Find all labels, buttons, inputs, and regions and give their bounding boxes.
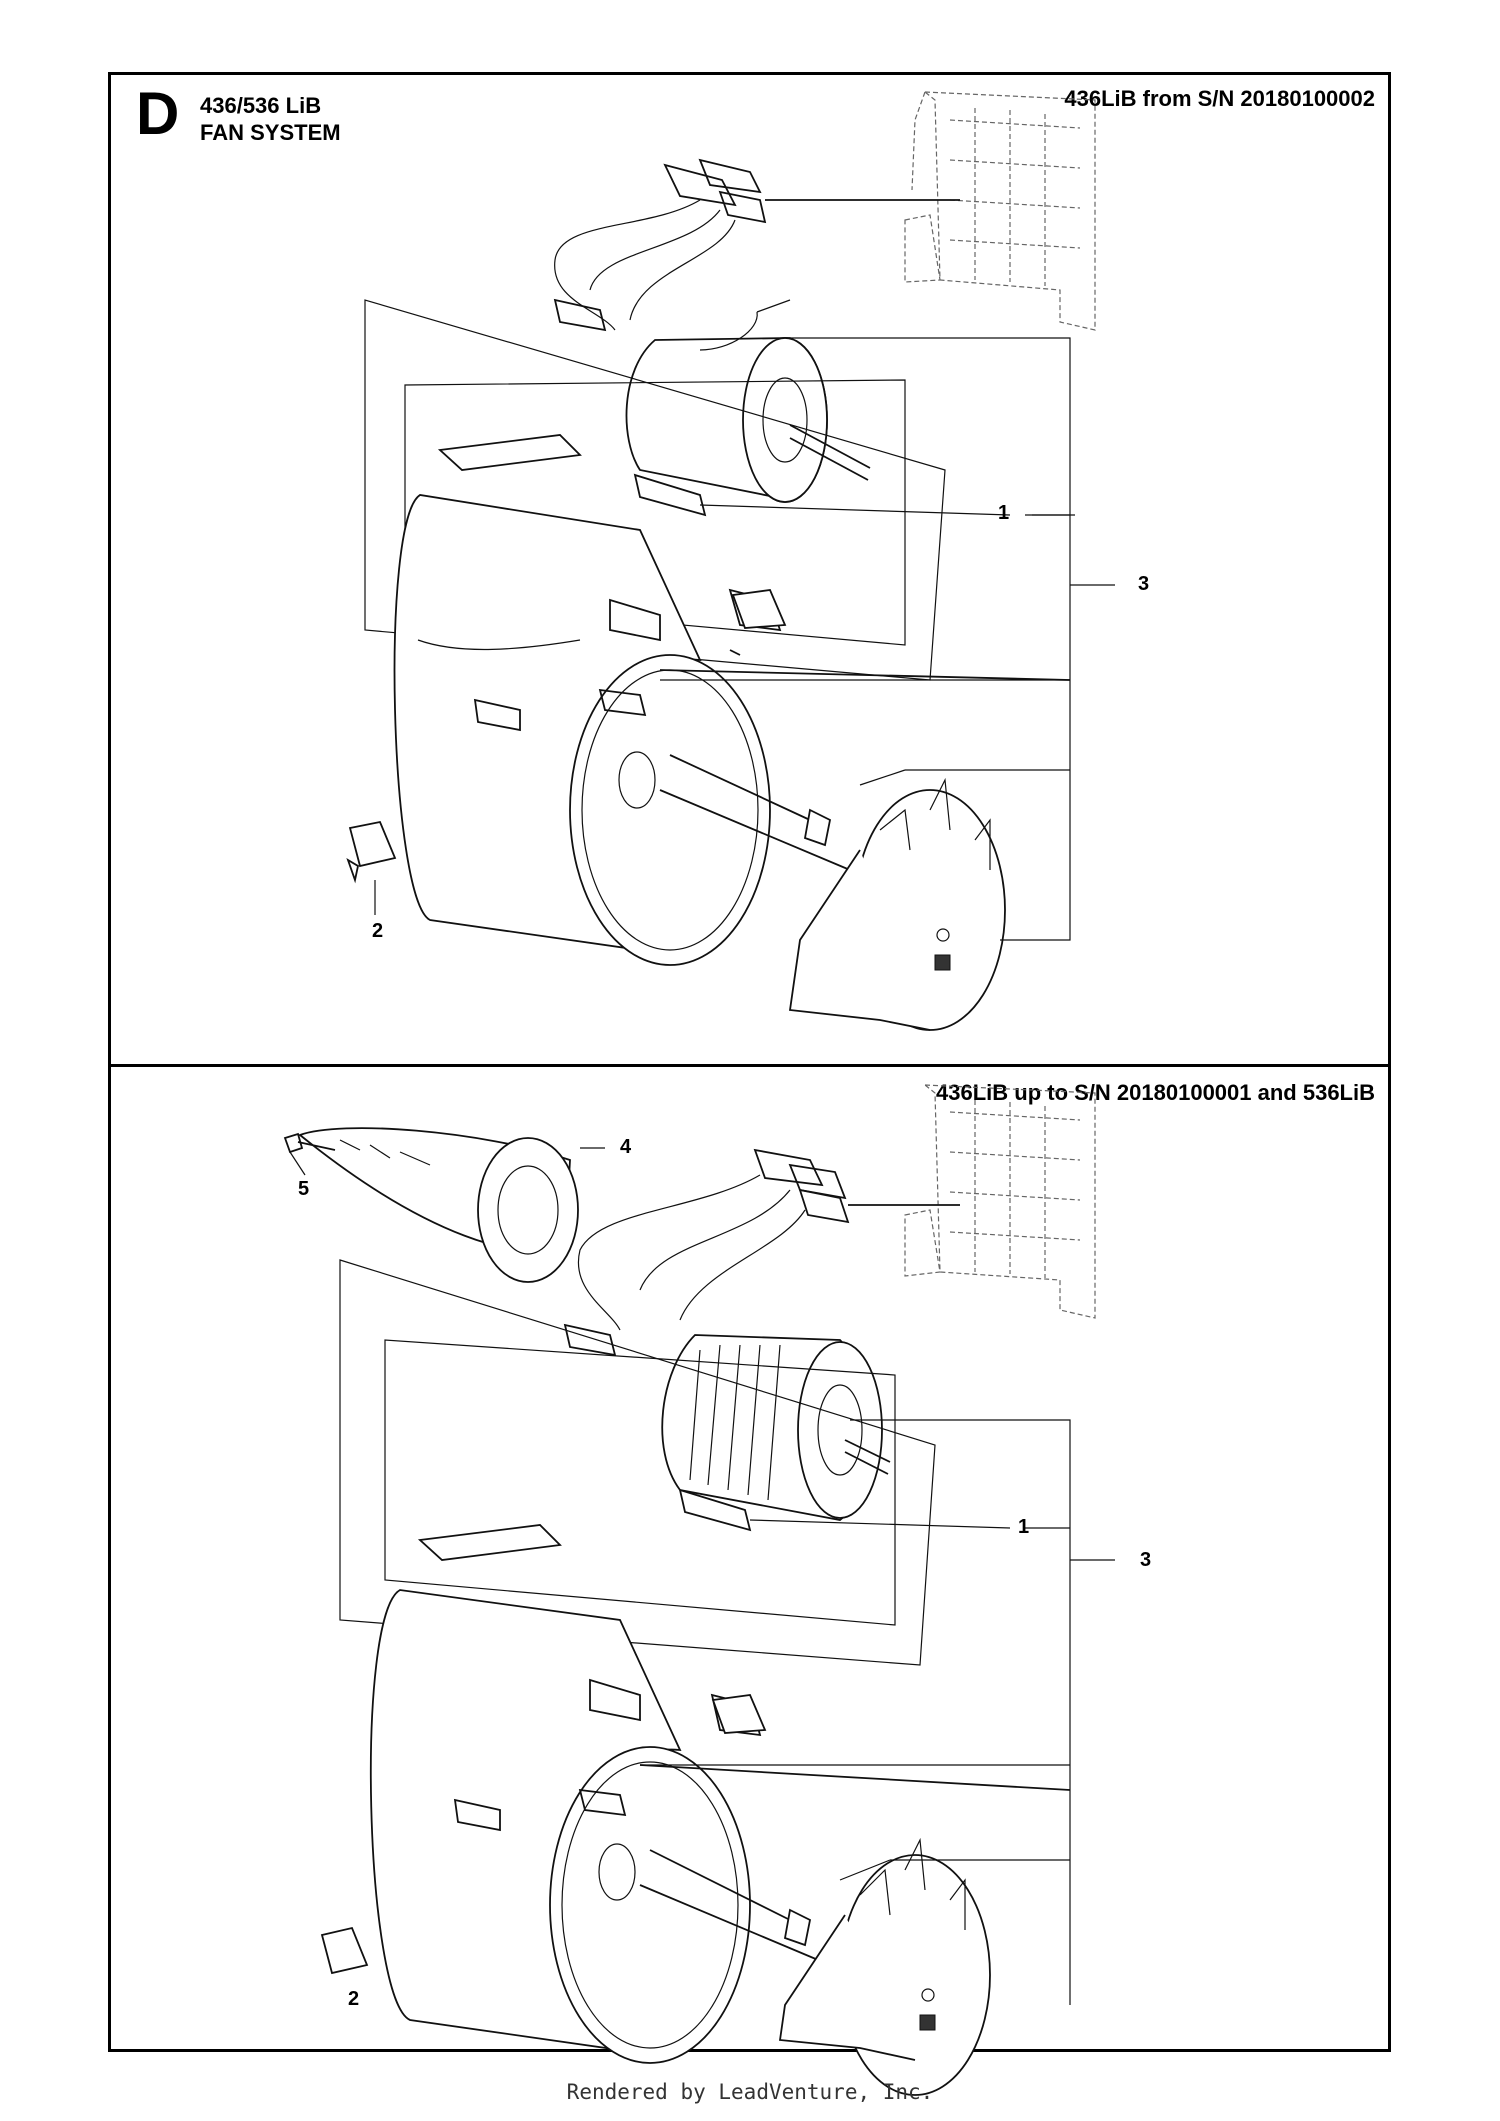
panel-divider (108, 1064, 1391, 1067)
bottom-serial-note: 436LiB up to S/N 20180100001 and 536LiB (936, 1080, 1375, 1105)
bottom-callout-3: 3 (1140, 1549, 1152, 1571)
top-callout-2: 2 (372, 920, 384, 942)
bottom-grommets (320, 1694, 767, 1975)
bottom-fan-impeller (778, 1837, 991, 2096)
bottom-nose-cone (298, 1127, 579, 1283)
diagram-frame (108, 72, 1391, 2052)
top-fan-impeller (788, 777, 1006, 1031)
bottom-motor-wiring (563, 1148, 960, 1357)
top-grommets (346, 589, 787, 884)
bottom-callout-5: 5 (298, 1178, 310, 1200)
top-motor-wiring (553, 158, 960, 332)
bottom-screw (639, 1849, 891, 1966)
section-letter: D (136, 80, 180, 147)
top-callout-1: 1 (998, 502, 1010, 524)
top-control-board (904, 91, 1096, 331)
footer-credit: Rendered by LeadVenture, Inc. (566, 2080, 934, 2104)
top-fan-housing (393, 434, 1071, 966)
bottom-fan-housing (369, 1524, 1071, 2064)
top-callout-3: 3 (1138, 573, 1150, 595)
bottom-brush-holder-part-1 (678, 1488, 1011, 1532)
bottom-callout-4: 4 (620, 1136, 632, 1158)
bottom-callout-1: 1 (1018, 1516, 1030, 1538)
bottom-motor (661, 1334, 891, 1521)
model-title: 436/536 LiB FAN SYSTEM (200, 92, 341, 146)
system-name: FAN SYSTEM (200, 120, 341, 145)
bottom-control-board (904, 1084, 1096, 1319)
model-name: 436/536 LiB (200, 93, 322, 118)
top-serial-note: 436LiB from S/N 20180100002 (1064, 86, 1375, 111)
bottom-box-outlines (339, 1259, 936, 1666)
top-leader-lines (374, 337, 1115, 941)
bottom-leader-lines (640, 1419, 1115, 2005)
top-screw (659, 754, 906, 871)
bottom-callout-2: 2 (348, 1988, 360, 2010)
top-motor (625, 299, 871, 503)
bottom-long-screw (283, 1132, 605, 1176)
